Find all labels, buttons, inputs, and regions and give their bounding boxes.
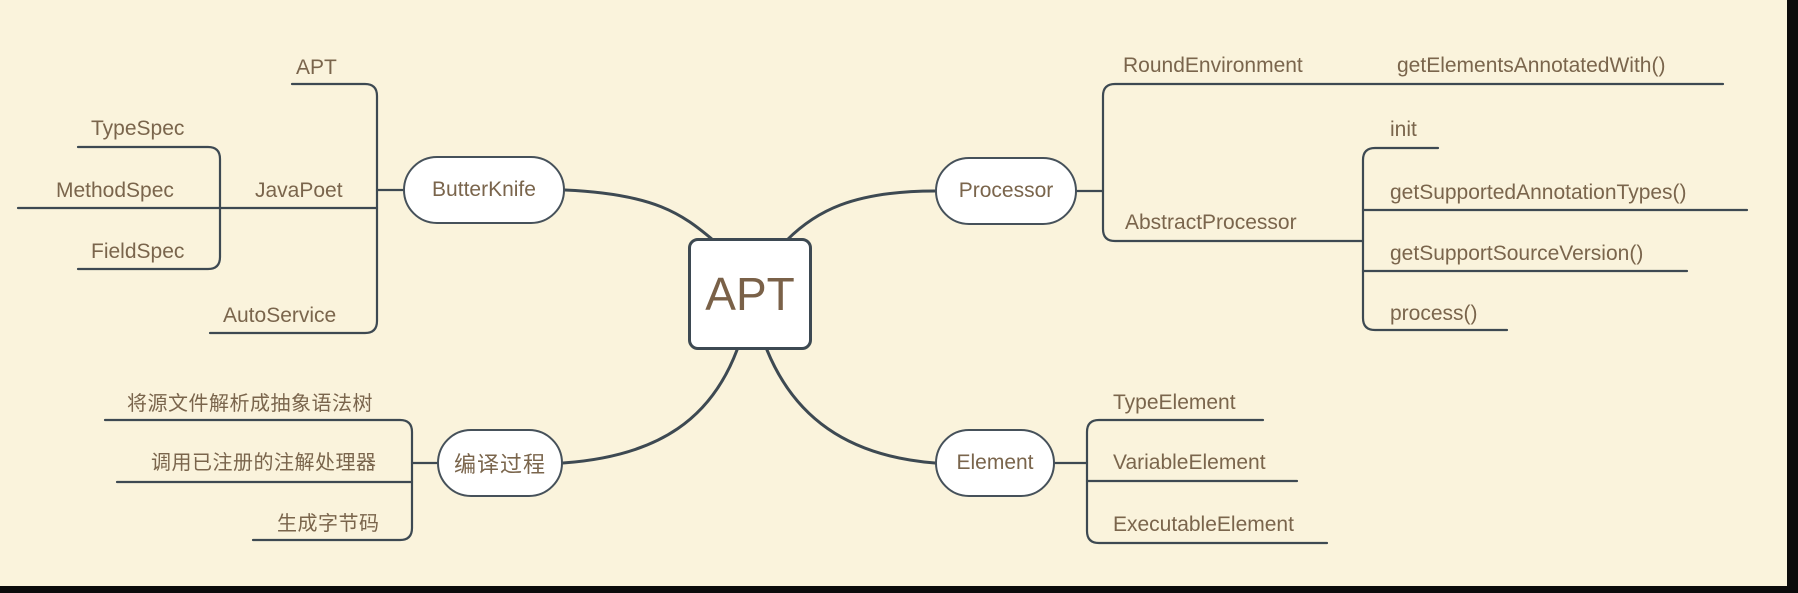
node-processor[interactable]: Processor — [935, 157, 1077, 225]
node-get-supported-annotation-types[interactable]: getSupportedAnnotationTypes() — [1390, 181, 1687, 204]
node-get-support-source-version[interactable]: getSupportSourceVersion() — [1390, 242, 1644, 265]
edge-root-processor — [785, 189, 937, 242]
node-fieldspec[interactable]: FieldSpec — [91, 240, 185, 263]
node-apt-child[interactable]: APT — [296, 56, 337, 79]
node-abstractprocessor[interactable]: AbstractProcessor — [1125, 211, 1297, 234]
node-get-elements-annotated-with[interactable]: getElementsAnnotatedWith() — [1397, 54, 1666, 77]
node-root-apt[interactable]: APT — [688, 238, 812, 350]
window-edge-bottom — [0, 586, 1798, 593]
edge-root-compile — [561, 348, 739, 465]
node-javapoet[interactable]: JavaPoet — [255, 179, 343, 202]
node-parse-ast[interactable]: 将源文件解析成抽象语法树 — [127, 393, 373, 415]
bracket-abstractprocessor-children — [1361, 146, 1509, 332]
node-executable-element[interactable]: ExecutableElement — [1113, 513, 1294, 536]
node-autoservice[interactable]: AutoService — [223, 304, 337, 327]
node-butterknife[interactable]: ButterKnife — [403, 156, 565, 224]
bracket-processor-children — [1101, 82, 1725, 243]
node-init[interactable]: init — [1390, 118, 1417, 141]
node-typespec[interactable]: TypeSpec — [91, 117, 185, 140]
node-element[interactable]: Element — [935, 429, 1055, 497]
node-variable-element[interactable]: VariableElement — [1113, 451, 1266, 474]
edge-root-butterknife — [563, 188, 715, 242]
edge-root-element — [765, 348, 937, 465]
node-gen-bytecode[interactable]: 生成字节码 — [277, 513, 380, 535]
node-compile-process[interactable]: 编译过程 — [437, 429, 563, 497]
window-edge-right — [1787, 0, 1798, 593]
node-methodspec[interactable]: MethodSpec — [56, 179, 174, 202]
node-type-element[interactable]: TypeElement — [1113, 391, 1236, 414]
node-roundenvironment[interactable]: RoundEnvironment — [1123, 54, 1303, 77]
bracket-compile-children — [103, 418, 414, 542]
bracket-javapoet-children — [76, 145, 222, 271]
node-process[interactable]: process() — [1390, 302, 1478, 325]
node-invoke-processors[interactable]: 调用已注册的注解处理器 — [151, 452, 377, 474]
